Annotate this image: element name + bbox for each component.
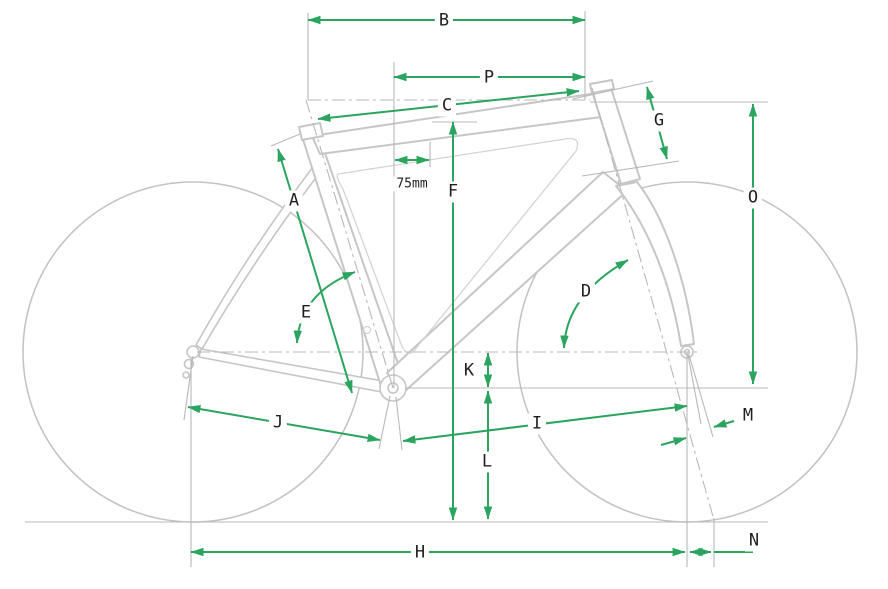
dim-label-j: J bbox=[268, 412, 288, 434]
dim-label-n: N bbox=[744, 530, 764, 552]
bb-ext-right bbox=[395, 396, 403, 451]
dim-A-seat-tube bbox=[277, 148, 353, 394]
head-bottom-ext bbox=[581, 160, 680, 177]
dim-label-75mm: 75mm bbox=[393, 176, 431, 192]
dim-label-c: C bbox=[437, 95, 457, 117]
head-cap bbox=[589, 79, 615, 94]
fork-blade-ext-2 bbox=[688, 354, 714, 438]
dim-label-k: K bbox=[459, 360, 479, 382]
dim-label-h: H bbox=[410, 542, 430, 564]
reference-lines bbox=[25, 11, 768, 567]
seat-tube bbox=[300, 129, 404, 387]
dim-M-rake-arrow-left bbox=[660, 437, 687, 446]
bb-ext-left bbox=[378, 395, 391, 450]
dim-label-d: D bbox=[576, 281, 596, 303]
dim-label-l: L bbox=[477, 451, 497, 473]
dim-D-head-angle-arc bbox=[560, 259, 629, 349]
dim-label-g: G bbox=[649, 110, 669, 132]
frame bbox=[182, 79, 695, 402]
dim-label-a: A bbox=[284, 190, 304, 212]
dim-label-b: B bbox=[434, 10, 454, 32]
derailleur-boss bbox=[362, 325, 372, 335]
dim-label-o: O bbox=[743, 187, 763, 209]
seat-cap-ext bbox=[270, 133, 301, 147]
dim-label-i: I bbox=[527, 413, 547, 435]
steering-axis bbox=[591, 87, 715, 521]
fork bbox=[615, 181, 695, 347]
chain-stays bbox=[198, 348, 388, 394]
rear-axle-slant-ext bbox=[183, 355, 194, 421]
dim-label-e: E bbox=[296, 302, 316, 324]
fork-blade-ext-1 bbox=[687, 354, 702, 425]
top-tube bbox=[311, 92, 602, 155]
dim-label-f: F bbox=[443, 181, 463, 203]
head-top-ext bbox=[572, 80, 654, 100]
seat-cap bbox=[298, 122, 324, 141]
dim-label-m: M bbox=[738, 405, 758, 427]
dim-label-p: P bbox=[479, 67, 499, 89]
dim-M-rake-arrow-right bbox=[713, 419, 735, 428]
dim-E-seat-angle-arc bbox=[293, 271, 356, 344]
rear-hanger-bolt bbox=[182, 371, 190, 379]
